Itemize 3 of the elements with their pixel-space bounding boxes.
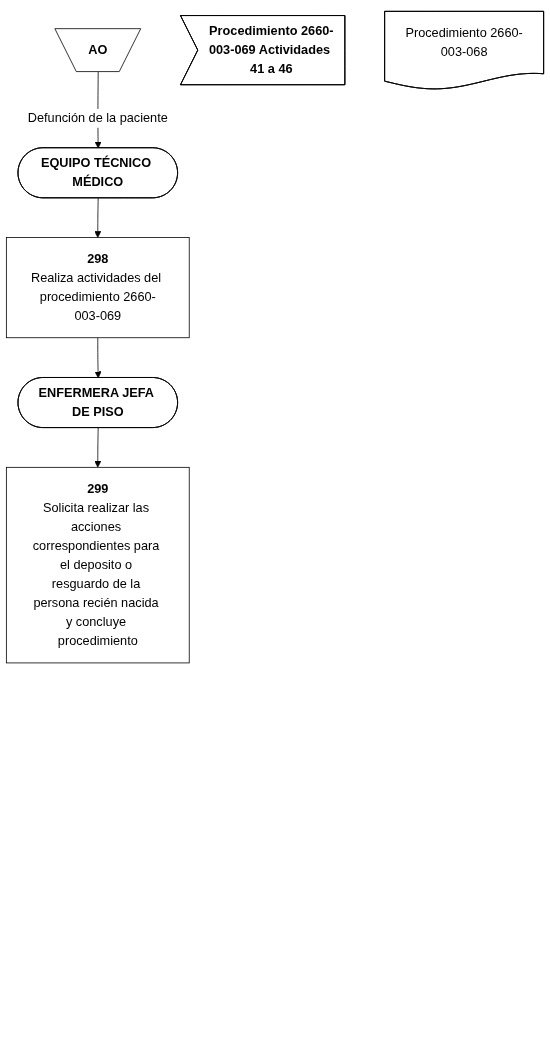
node-box: 299 Solicita realizar las acciones correspondientes para el deposito o resguardo de la persona recién nacida y concluye procedimiento	[5, 466, 190, 664]
node-box: 298 Realiza actividades del procedimiento 2660-003-069	[5, 237, 190, 339]
edge-label: Defunción de la paciente	[27, 111, 168, 125]
